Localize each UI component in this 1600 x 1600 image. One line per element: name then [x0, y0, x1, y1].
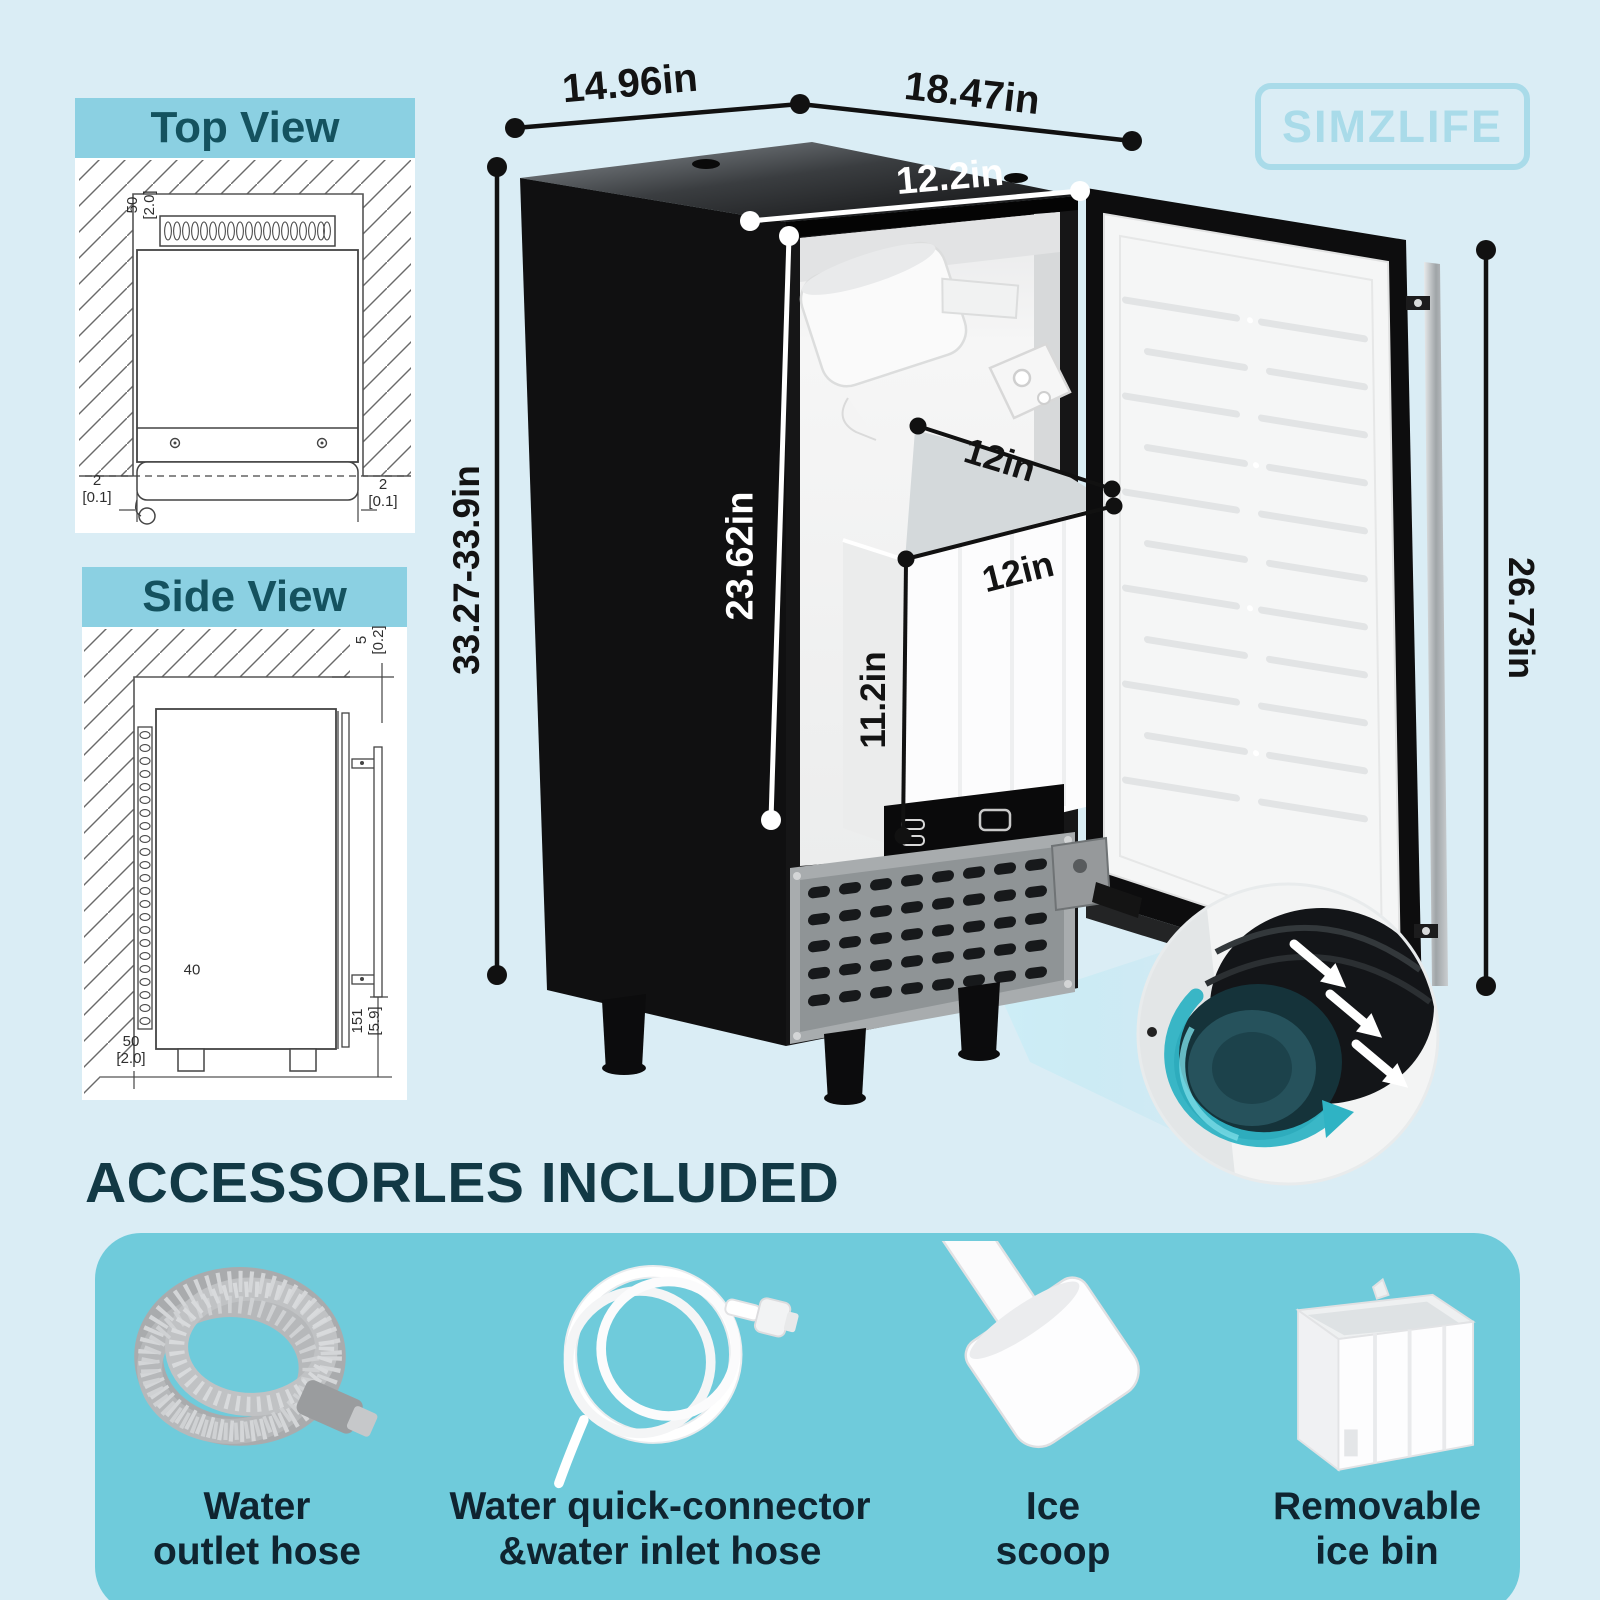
ice-scoop-image: [937, 1241, 1140, 1449]
side-view-top-gap: 5 [0.2]: [353, 625, 387, 655]
dim-label-opening-width: 12.2in: [894, 151, 1006, 204]
top-view-header: Top View: [75, 98, 415, 158]
airflow-arrows-icon: [1286, 935, 1416, 1097]
dim-label-height-range: 33.27-33.9in: [446, 465, 487, 675]
dim-line-interior-height: [768, 235, 792, 821]
water-outlet-hose-image: [134, 1266, 378, 1446]
accessory-label-water-outlet-hose: Water outlet hose: [152, 1485, 361, 1573]
interior-compartment: [799, 212, 1116, 866]
door-drain-cap: [1238, 908, 1278, 932]
accessory-label-ice-bin: Removable ice bin: [1272, 1485, 1482, 1573]
brand-logo-text: SIMZLIFE: [1282, 100, 1503, 152]
display-icon: [978, 808, 1012, 832]
bin-notch: [1344, 1429, 1358, 1457]
scoop-bracket: [988, 342, 1072, 420]
airflow-beam: [1004, 940, 1214, 1150]
fan-inset: [1136, 882, 1440, 1186]
top-view-panel: Top View: [75, 98, 415, 533]
dim-label-door-height: 26.73in: [1501, 556, 1542, 680]
open-door: [1050, 188, 1448, 1022]
dim-line-top-width: [514, 101, 801, 131]
power-icon: [901, 819, 925, 830]
vent-grille: [790, 832, 1075, 1044]
water-inlet-hose-image: [554, 1265, 799, 1489]
hose-connector: [296, 1380, 378, 1437]
interior-ice-scoop: [799, 241, 1072, 441]
dim-label-interior-height: 23.62in: [719, 491, 762, 621]
accessory-label-ice-scoop: Ice scoop: [995, 1485, 1111, 1573]
dim-label-top-depth: 18.47in: [902, 63, 1042, 124]
dim-label-bin-height: 11.2in: [854, 651, 893, 749]
top-view-left-clearance: 2 [0.1]: [82, 472, 112, 506]
accessories-heading: ACCESSORLES INCLUDED: [85, 1151, 840, 1215]
side-view-rear-gap: 50 [2.0]: [116, 1033, 146, 1067]
removable-ice-bin-image: [1295, 1277, 1476, 1472]
side-view-header: Side View: [82, 567, 407, 627]
dimension-lines: [487, 94, 1496, 996]
top-view-right-clearance: 2 [0.1]: [368, 476, 398, 510]
top-view-title: Top View: [150, 103, 340, 152]
top-vent-hole: [692, 159, 720, 169]
interior-ice-bin: [842, 430, 1116, 850]
top-view-top-clearance: 50 [2.0]: [124, 190, 158, 220]
airflow-swirl: [1164, 988, 1340, 1148]
dim-label-top-width: 14.96in: [560, 55, 700, 112]
side-view-mid-ref: 40: [183, 961, 201, 979]
brand-logo: SIMZLIFE: [1255, 83, 1530, 170]
top-vent-hole: [1004, 173, 1028, 183]
door-hinge: [1050, 836, 1142, 918]
accessories-panel: Water outlet hose Water quick-connector …: [95, 1233, 1520, 1600]
quick-connector: [724, 1297, 799, 1338]
top-view-drawing: [75, 158, 415, 533]
side-view-title: Side View: [142, 572, 347, 621]
scoop-hook: [841, 397, 877, 441]
mode-icon: [901, 835, 925, 846]
side-view-drawing: [82, 627, 407, 1100]
dim-line-bin-height: [901, 561, 908, 837]
control-panel: [884, 784, 1064, 860]
dim-label-bin-depth: 12in: [959, 429, 1041, 490]
dim-label-bin-width: 12in: [977, 542, 1058, 601]
accessory-label-inlet-hose: Water quick-connector &water inlet hose: [449, 1485, 871, 1573]
bin-tab: [1371, 1277, 1390, 1300]
leveling-feet: [602, 982, 1000, 1105]
door-handle: [1406, 262, 1448, 986]
side-view-bottom-gap: 151 [5.9]: [349, 1006, 383, 1036]
dim-line-bin-width: [905, 504, 1115, 561]
fan-drum: [1210, 908, 1434, 1104]
door-liner: [1103, 212, 1402, 972]
side-view-panel: Side View: [82, 567, 407, 1100]
